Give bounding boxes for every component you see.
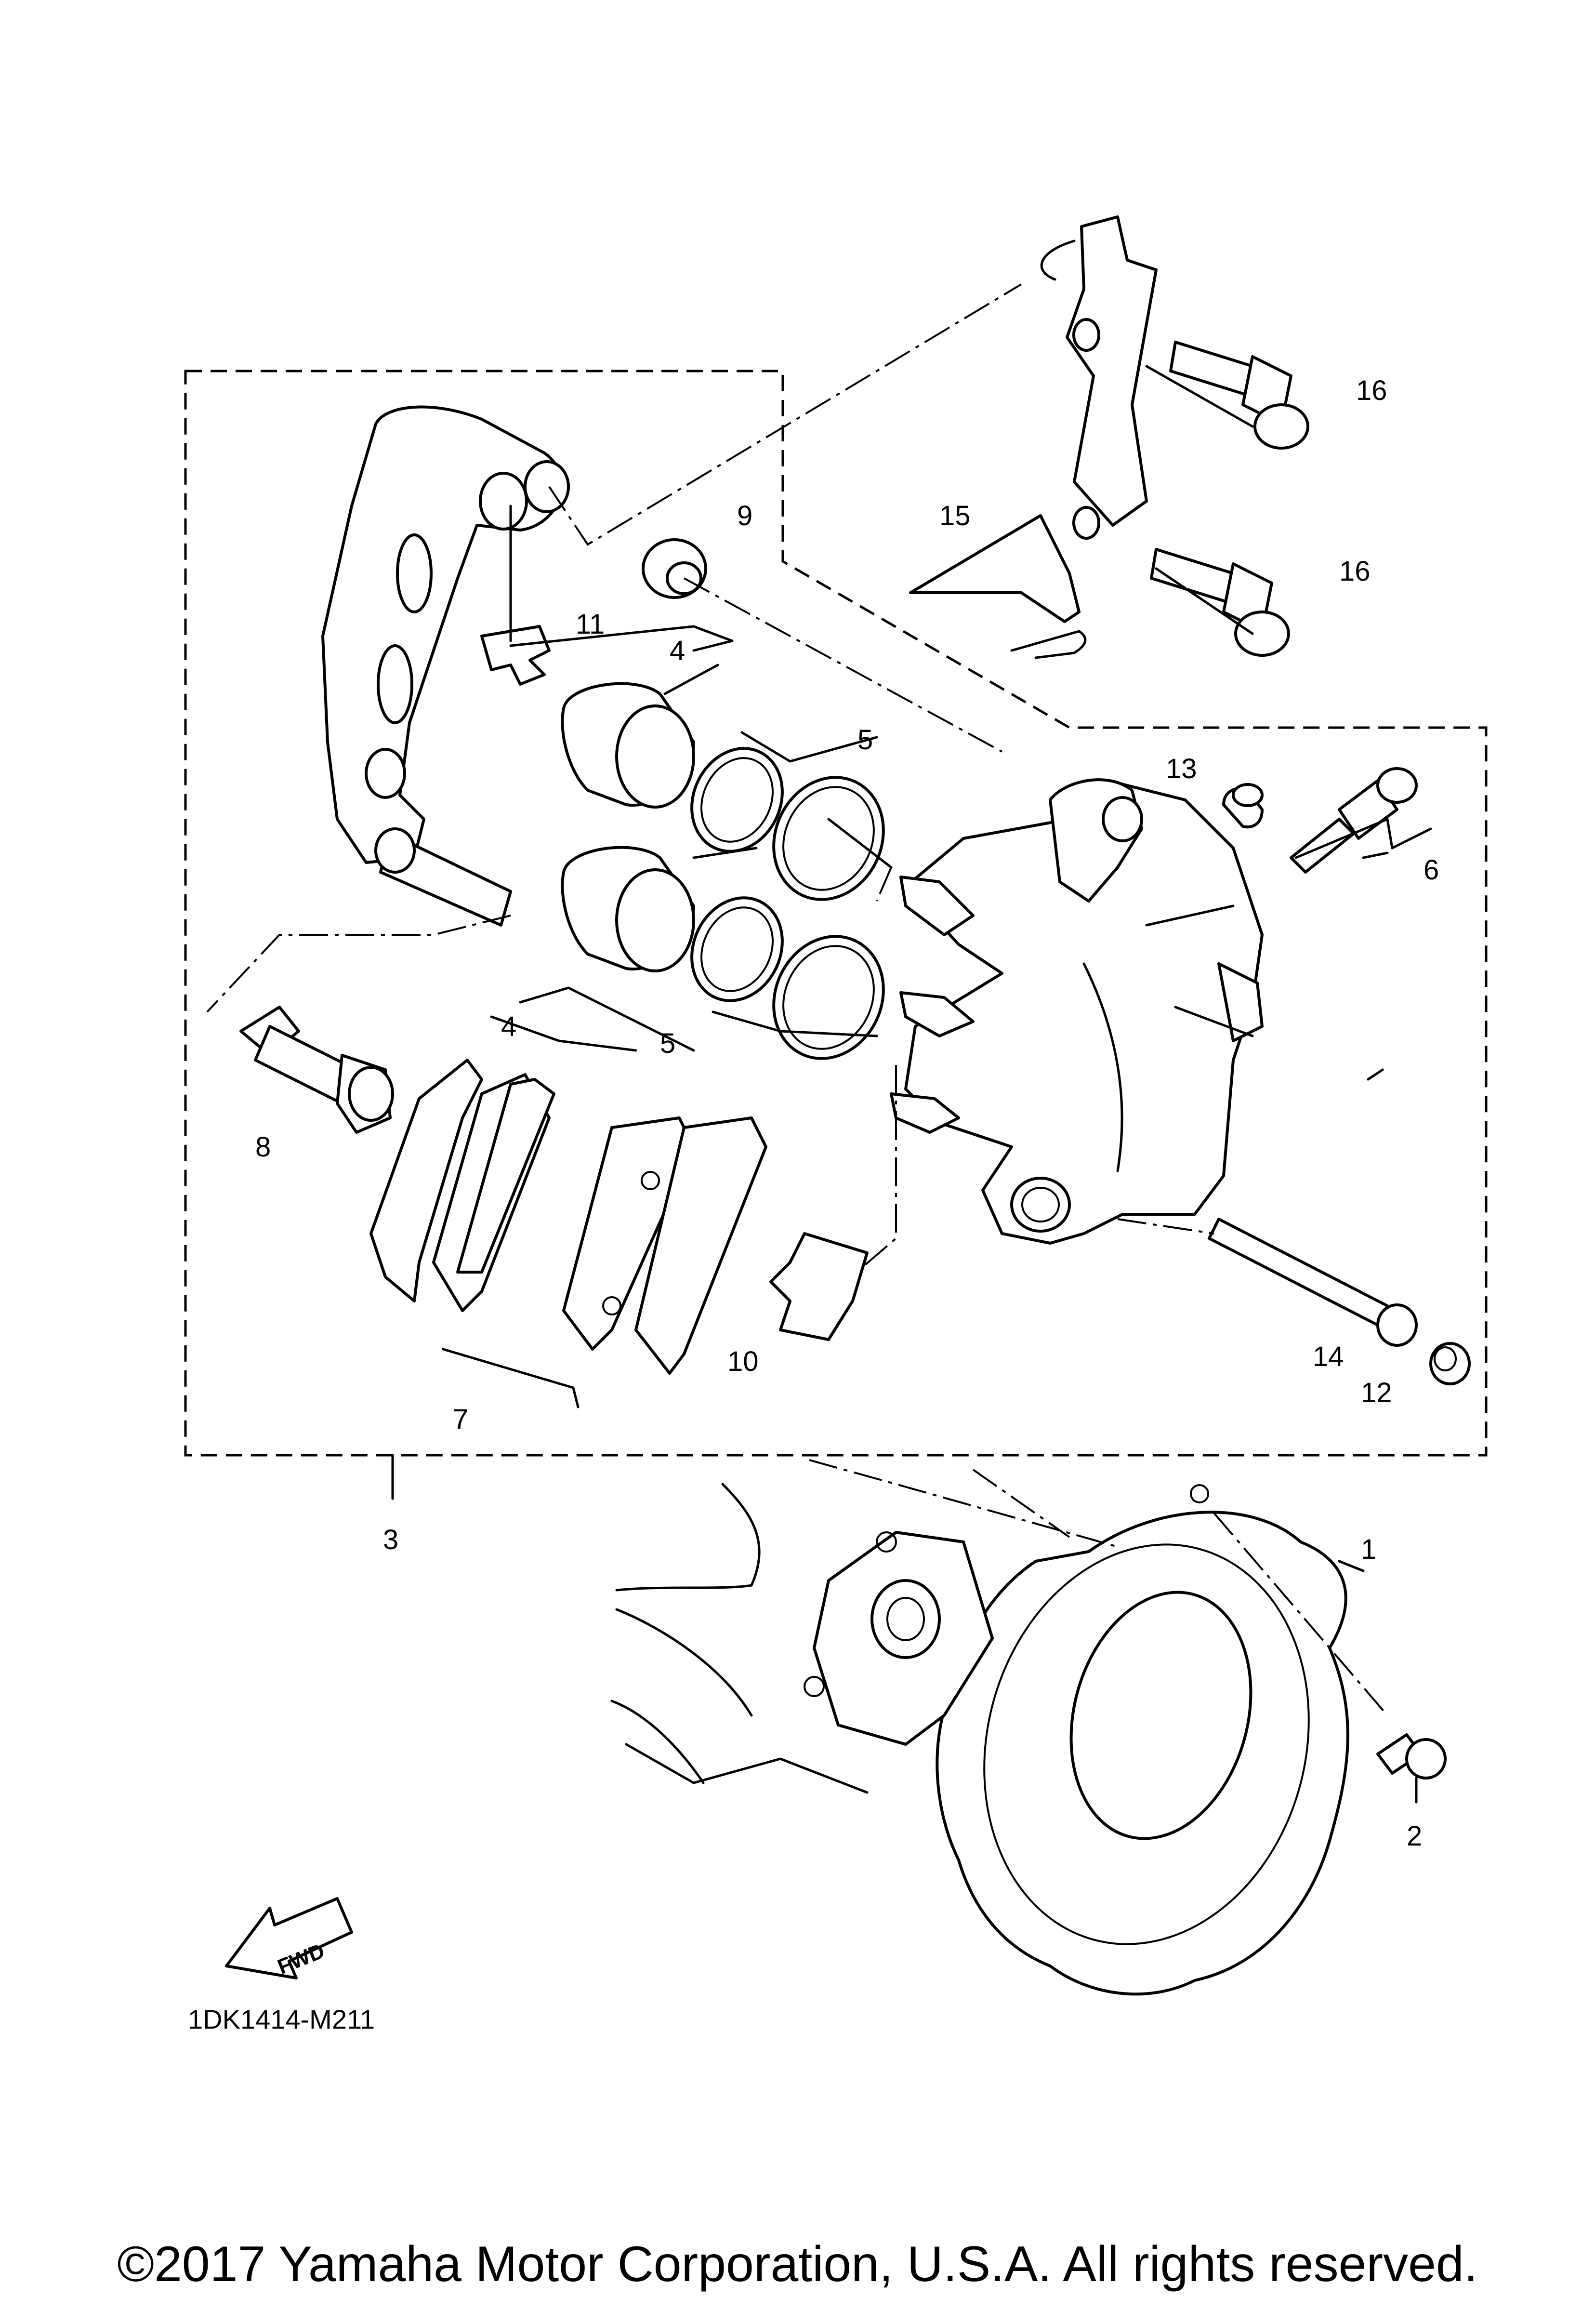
callout-9: 9 — [737, 500, 752, 531]
callout-5-upper: 5 — [857, 724, 873, 756]
callout-6: 6 — [1424, 854, 1439, 886]
caliper-carrier — [321, 405, 570, 927]
leader-lines — [206, 283, 1432, 1804]
callout-11: 11 — [576, 609, 605, 640]
caliper-body — [890, 778, 1264, 1245]
boot-9 — [642, 538, 707, 599]
callout-14: 14 — [1313, 1341, 1344, 1372]
bolt-16-upper — [1169, 341, 1309, 450]
piston-4-lower — [561, 846, 695, 972]
callout-4-lower: 4 — [501, 1011, 516, 1042]
callout-12: 12 — [1361, 1377, 1392, 1408]
seals-5-lower — [690, 896, 885, 1060]
callout-4-upper: 4 — [670, 635, 685, 666]
cap-12 — [1429, 1342, 1471, 1385]
callout-labels: 1 2 3 4 4 5 5 6 7 8 9 10 11 12 13 14 15 … — [255, 375, 1439, 1852]
callout-16-lower: 16 — [1339, 556, 1371, 587]
fwd-arrow-icon: FWD — [225, 1897, 353, 1979]
cap-13 — [1222, 783, 1264, 829]
pad-spring-10 — [769, 1232, 869, 1341]
callout-1: 1 — [1361, 1534, 1376, 1565]
disc-bolt-2 — [1376, 1733, 1447, 1780]
seals-5-upper — [690, 747, 885, 901]
callout-8: 8 — [255, 1131, 271, 1163]
callout-13: 13 — [1166, 753, 1197, 784]
brake-disc-1 — [936, 1484, 1349, 1996]
wheel-hub-context — [610, 1483, 994, 1794]
callout-16-upper: 16 — [1356, 375, 1387, 406]
callout-2: 2 — [1407, 1820, 1422, 1852]
caliper-bracket — [909, 215, 1158, 659]
copyright-notice: ©2017 Yamaha Motor Corporation, U.S.A. A… — [117, 2236, 1478, 2292]
pad-pin-14 — [1208, 1218, 1418, 1347]
pin-bolt-8 — [239, 1006, 394, 1134]
brake-pads-7 — [369, 1059, 767, 1375]
assembly-boundary — [184, 370, 1488, 1457]
bleeder-valve-6 — [1290, 767, 1418, 874]
callout-5-lower: 5 — [660, 1028, 675, 1059]
callout-7: 7 — [453, 1404, 468, 1435]
callout-15: 15 — [939, 500, 971, 531]
callout-3: 3 — [383, 1524, 398, 1555]
bolt-16-lower — [1150, 548, 1290, 657]
piston-4-upper — [561, 682, 695, 809]
drawing-code: 1DK1414-M211 — [188, 2004, 375, 2034]
clip-11 — [480, 625, 551, 686]
callout-10: 10 — [727, 1346, 759, 1377]
